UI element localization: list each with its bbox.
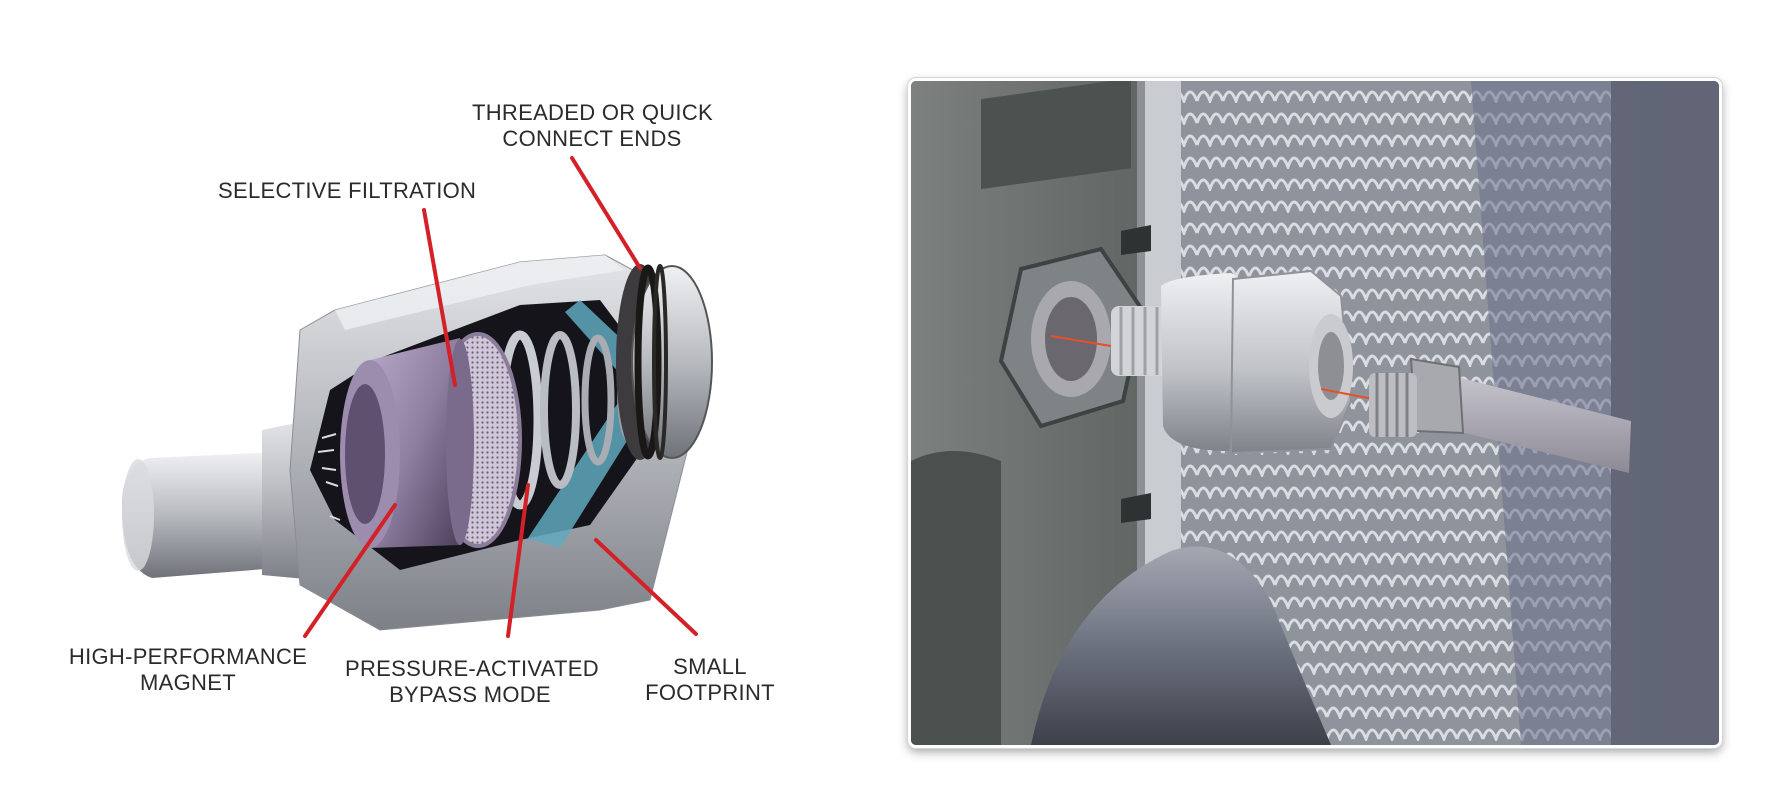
callout-bypass-line1: PRESSURE-ACTIVATED [345,656,599,681]
filter-cutaway-illustration [122,156,713,638]
callout-footprint-line2: FOOTPRINT [645,680,775,705]
radiator-hose [1031,546,1331,745]
callout-selective-filtration: SELECTIVE FILTRATION [218,178,477,204]
leader-line-magnet [303,503,397,638]
leader-lines [303,156,698,638]
callout-magnet-line2: MAGNET [140,670,236,695]
leader-line-threaded [570,156,642,270]
callout-footprint-line1: SMALL [673,654,747,679]
callout-magnet: HIGH-PERFORMANCE MAGNET [68,644,308,696]
callout-bypass-mode: PRESSURE-ACTIVATED BYPASS MODE [345,656,599,708]
callout-magnet-line1: HIGH-PERFORMANCE [68,644,308,669]
transmission-line [1369,357,1631,473]
leader-line-footprint [594,538,698,636]
callout-filtration-line1: SELECTIVE FILTRATION [218,178,477,203]
threaded-end-cap [616,264,713,460]
magnet-cylinder [317,338,474,548]
radiator-installation-illustration [911,81,1719,745]
callout-threaded-line1: THREADED OR QUICK [472,100,714,125]
filter-fitting [1111,269,1353,455]
outlet-nozzle [122,420,316,580]
bypass-spring [497,330,643,510]
callout-bypass-line2: BYPASS MODE [389,682,551,707]
callout-small-footprint: SMALL FOOTPRINT [640,654,780,706]
callout-threaded-ends: THREADED OR QUICK CONNECT ENDS [472,100,714,152]
leader-line-filtration [422,208,457,387]
installation-photo-frame [908,78,1722,748]
leader-line-bypass [506,483,530,638]
callout-threaded-line2: CONNECT ENDS [502,126,682,151]
